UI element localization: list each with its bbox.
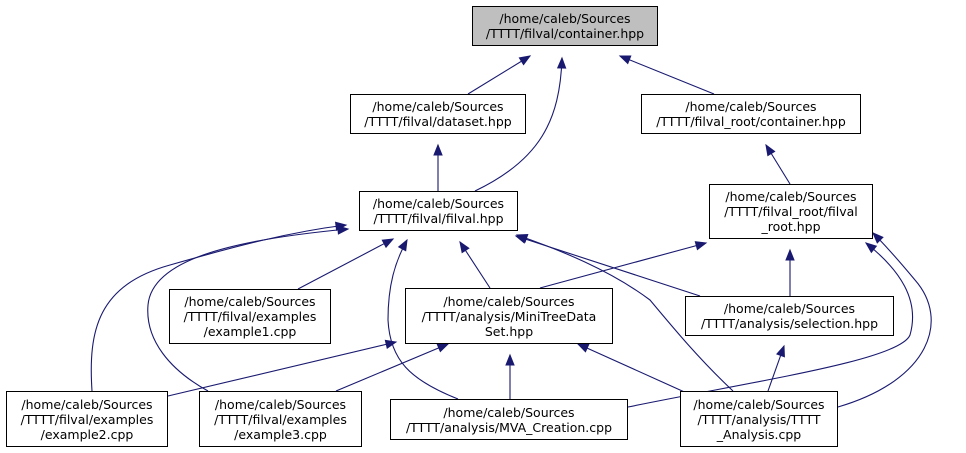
- edge-example3-to-minitree: [335, 343, 450, 392]
- arrowhead: [514, 234, 528, 244]
- edge-dataset-to-container: [467, 55, 532, 95]
- edge-line: [837, 232, 932, 408]
- edge-example3-to-filval: [147, 225, 350, 392]
- edge-filval_root-to-root_container: [765, 143, 791, 185]
- node-line: /home/caleb/Sources: [372, 196, 505, 211]
- edge-minitree-to-filval: [459, 240, 491, 289]
- node-filval-root-hpp[interactable]: /home/caleb/Sources /TTTT/filval_root/fi…: [709, 184, 873, 239]
- edge-line: [619, 55, 715, 95]
- node-line: /home/caleb/Sources: [443, 293, 575, 309]
- edge-example1-to-filval: [297, 238, 395, 290]
- edge-root_container-to-container: [618, 55, 715, 95]
- edge-line: [539, 242, 707, 289]
- arrowhead: [872, 232, 884, 244]
- edge-minitree-to-filval_root: [539, 241, 708, 289]
- arrowhead: [433, 143, 443, 156]
- edge-line: [297, 238, 394, 290]
- node-example2-cpp[interactable]: /home/caleb/Sources /TTTT/filval/example…: [6, 391, 168, 447]
- node-line: /home/caleb/Sources: [21, 396, 153, 412]
- edge-line: [147, 228, 349, 392]
- edge-line: [515, 235, 701, 297]
- node-example1-cpp[interactable]: /home/caleb/Sources /TTTT/filval/example…: [169, 289, 331, 344]
- node-line: /home/caleb/Sources: [685, 99, 817, 114]
- node-line: /TTTT/analysis/TTTT: [697, 411, 821, 427]
- arrowhead: [397, 238, 408, 252]
- node-line: /home/caleb/Sources: [443, 404, 575, 420]
- edge-filval-to-dataset: [433, 143, 443, 191]
- node-line: /example3.cpp: [234, 426, 327, 442]
- edge-line: [335, 343, 449, 392]
- node-filval-hpp[interactable]: /home/caleb/Sources /TTTT/filval/filval.…: [359, 191, 518, 231]
- node-line: _root.hpp: [761, 219, 821, 234]
- node-line: /home/caleb/Sources: [184, 294, 316, 309]
- edge-line: [627, 242, 914, 408]
- edge-example2-to-minitree: [167, 339, 398, 397]
- edge-line: [467, 55, 531, 95]
- node-example3-cpp[interactable]: /home/caleb/Sources /TTTT/filval/example…: [199, 391, 362, 447]
- node-line: /home/caleb/Sources: [372, 99, 504, 114]
- node-selection-hpp[interactable]: /home/caleb/Sources /TTTT/analysis/selec…: [685, 296, 894, 336]
- edge-mva-to-minitree: [505, 353, 515, 399]
- node-line: /TTTT/filval/examples: [20, 411, 154, 427]
- edge-tttt-to-filval_root: [837, 232, 932, 408]
- node-line: /TTTT/analysis/selection.hpp: [700, 316, 879, 331]
- node-tttt-analysis-cpp[interactable]: /home/caleb/Sources /TTTT/analysis/TTTT …: [680, 391, 838, 447]
- arrowhead: [576, 343, 590, 353]
- node-line: /TTTT/filval_root/container.hpp: [656, 114, 846, 129]
- node-line: /example2.cpp: [40, 426, 134, 442]
- arrowhead: [337, 225, 350, 235]
- node-line: /home/caleb/Sources: [723, 301, 856, 316]
- edge-mva-to-filval_root: [627, 242, 914, 408]
- arrowhead: [459, 240, 470, 254]
- node-line: /TTTT/filval/examples: [214, 411, 347, 427]
- node-mva-creation-cpp[interactable]: /home/caleb/Sources /TTTT/analysis/MVA_C…: [390, 399, 628, 440]
- node-line: /home/caleb/Sources: [725, 189, 857, 204]
- arrowhead: [436, 343, 450, 353]
- node-line: _Analysis.cpp: [716, 426, 802, 442]
- node-line: /TTTT/filval/examples: [183, 309, 317, 324]
- edge-mva-to-filval: [387, 238, 459, 400]
- node-line: /TTTT/filval_root/filval: [724, 204, 858, 219]
- edge-line: [90, 224, 347, 392]
- node-line: /TTTT/filval/container.hpp: [485, 26, 645, 41]
- arrowhead: [694, 241, 708, 251]
- edge-tttt-to-minitree: [576, 343, 701, 400]
- arrowhead: [381, 238, 395, 249]
- edge-line: [577, 343, 701, 400]
- arrowhead: [864, 242, 878, 254]
- arrowhead: [505, 353, 515, 366]
- arrowhead: [765, 143, 776, 157]
- node-dataset-hpp[interactable]: /home/caleb/Sources /TTTT/filval/dataset…: [350, 94, 526, 134]
- edge-filval-to-container: [474, 56, 567, 192]
- arrowhead: [518, 55, 532, 66]
- node-filval-root-container-hpp[interactable]: /home/caleb/Sources /TTTT/filval_root/co…: [641, 94, 861, 134]
- edge-tttt-to-selection: [767, 344, 785, 392]
- node-line: /home/caleb/Sources: [499, 11, 631, 26]
- node-line: /example1.cpp: [203, 324, 297, 339]
- arrowhead: [384, 339, 398, 350]
- node-line: /TTTT/analysis/MVA_Creation.cpp: [405, 419, 613, 435]
- node-line: /TTTT/filval/filval.hpp: [373, 211, 504, 226]
- edge-line: [474, 57, 563, 192]
- arrowhead: [785, 248, 795, 261]
- node-line: Set.hpp: [484, 323, 534, 339]
- node-line: /TTTT/filval/dataset.hpp: [364, 114, 512, 129]
- node-minitreedataset-hpp[interactable]: /home/caleb/Sources /TTTT/analysis/MiniT…: [405, 288, 613, 344]
- node-line: /home/caleb/Sources: [214, 396, 347, 412]
- edge-line: [387, 239, 459, 400]
- node-line: /home/caleb/Sources: [693, 396, 825, 412]
- edge-line: [167, 341, 397, 397]
- node-container-hpp: /home/caleb/Sources /TTTT/filval/contain…: [472, 6, 658, 46]
- edge-selection-to-filval: [514, 234, 701, 297]
- edge-selection-to-filval_root: [785, 248, 795, 296]
- node-line: /TTTT/analysis/MiniTreeData: [421, 308, 597, 324]
- arrowhead: [618, 55, 632, 65]
- arrowhead: [556, 56, 567, 69]
- arrowhead: [776, 344, 785, 358]
